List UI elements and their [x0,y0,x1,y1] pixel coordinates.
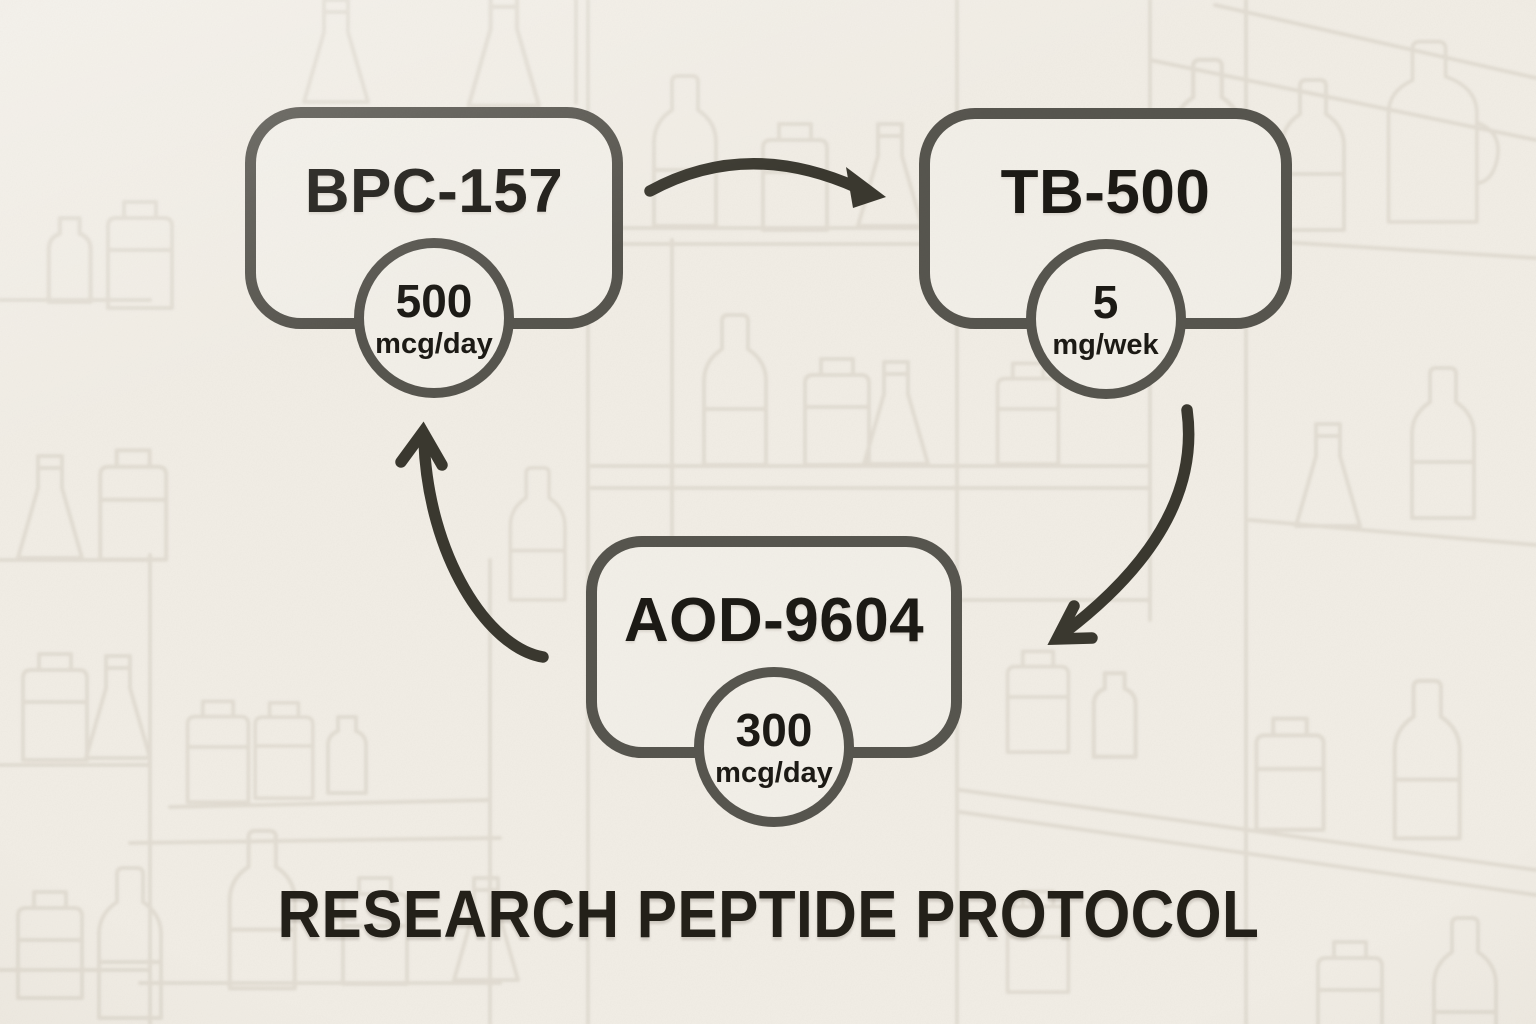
node-tb-500-label: TB-500 [1000,158,1211,227]
dose-value: 5 [1092,275,1119,328]
arrowhead-right-icon [846,167,886,208]
diagram-title-text: RESEARCH PEPTIDE PROTOCOL [277,877,1259,952]
node-tb-500-dose-badge: 5 mg/wek [1025,239,1186,399]
node-tb-500: TB-500 5 mg/wek [919,108,1292,399]
dose-unit: mcg/day [375,327,493,360]
dose-unit: mg/wek [1052,328,1159,361]
node-aod-9604-label: AOD-9604 [623,586,925,655]
diagram-title: RESEARCH PEPTIDE PROTOCOL [0,881,1536,948]
node-bpc-157-dose-badge: 500 mcg/day [354,238,514,398]
dose-value: 500 [395,274,473,327]
node-aod-9604-dose-badge: 300 mcg/day [694,667,854,827]
node-bpc-157: BPC-157 500 mcg/day [245,107,623,398]
curved-arrow-tb500-to-aod9604 [1047,404,1195,646]
curved-arrow-aod9604-to-bpc157 [395,421,549,663]
node-bpc-157-label: BPC-157 [304,157,564,226]
node-aod-9604: AOD-9604 300 mcg/day [586,536,962,827]
dose-value: 300 [735,703,813,756]
dose-unit: mcg/day [715,756,833,789]
curved-arrow-bpc157-to-tb500 [644,158,886,208]
